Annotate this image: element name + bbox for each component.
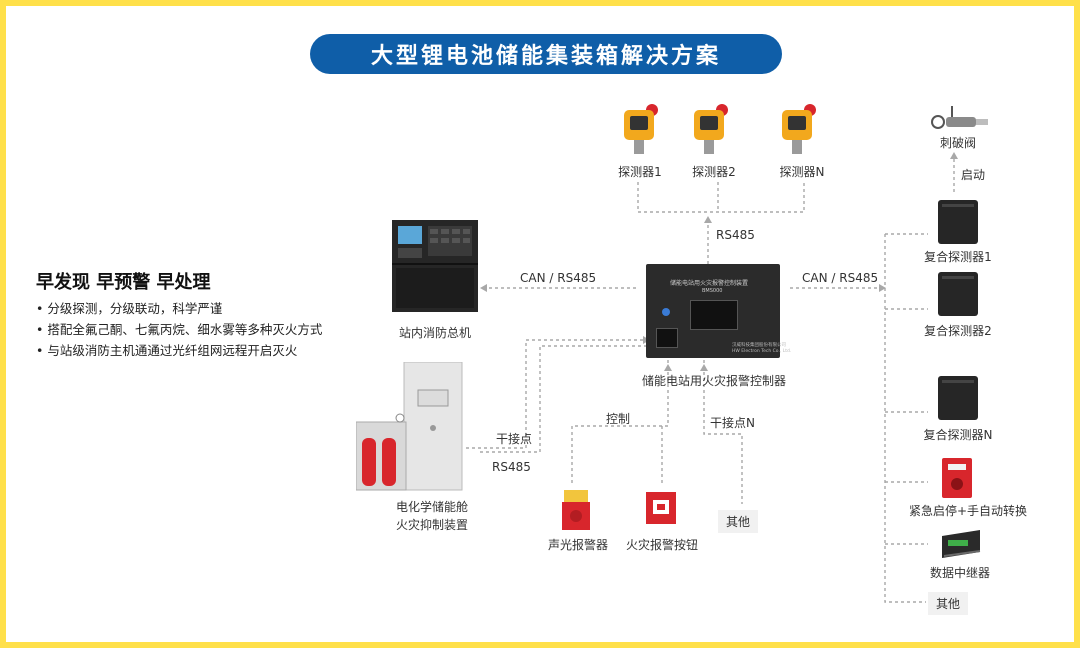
suppression-label-1: 电化学储能舱	[395, 500, 469, 514]
right-device-label: 复合探测器1	[924, 250, 992, 264]
piercing-valve-icon	[928, 106, 992, 140]
controller-model: BMS000	[702, 288, 723, 294]
controller-panel-title: 储能电站用火灾报警控制装置	[670, 280, 749, 287]
emergency-stop-switch-icon	[942, 458, 972, 502]
right-device-label: 紧急启停+手自动转换	[908, 504, 1028, 518]
connector-lines	[466, 152, 958, 603]
controller-company-en: HW Electron Tech Co., Ltd.	[732, 349, 792, 354]
rs485-top-label: RS485	[716, 228, 755, 242]
controller-label: 储能电站用火灾报警控制器	[641, 374, 787, 388]
composite-detector-icon	[938, 272, 978, 320]
printer-slot	[656, 328, 678, 348]
bottom-device-label: 火灾报警按钮	[625, 538, 699, 552]
data-repeater-icon	[936, 526, 984, 566]
composite-detector-icon	[938, 200, 978, 248]
fire-suppression-cabinet-icon	[355, 361, 466, 496]
bottom-device-label: 声光报警器	[547, 538, 609, 552]
dry-contact-n-label: 干接点N	[710, 416, 755, 430]
feature-item: 与站级消防主机通通过光纤组网远程开启灭火	[36, 340, 322, 361]
valve-label: 刺破阀	[939, 136, 977, 150]
right-device-label: 复合探测器N	[923, 428, 993, 442]
fire-alarm-button-icon	[646, 492, 676, 528]
fire-control-host-icon	[392, 220, 478, 316]
start-label: 启动	[961, 168, 986, 182]
rs485-bottom-label: RS485	[492, 460, 531, 474]
indicator-light-icon	[662, 308, 670, 316]
control-label: 控制	[606, 412, 631, 426]
suppression-label-2: 火灾抑制装置	[395, 518, 469, 532]
sound-light-alarm-icon	[562, 490, 590, 534]
gas-detector-icon	[778, 102, 820, 160]
right-device-label: 数据中继器	[929, 566, 991, 580]
main-host-label: 站内消防总机	[398, 326, 472, 340]
feature-list: 分级探测，分级联动，科学严谨 搭配全氟己酮、七氟丙烷、细水雾等多种灭火方式 与站…	[36, 298, 322, 361]
feature-item: 搭配全氟己酮、七氟丙烷、细水雾等多种灭火方式	[36, 319, 322, 340]
controller-screen	[690, 300, 738, 330]
fire-alarm-controller-icon: 储能电站用火灾报警控制装置 BMS000 汉威科技集团股份有限公司 HW Ele…	[646, 264, 791, 358]
detector-label: 探测器N	[779, 165, 825, 179]
right-device-label: 复合探测器2	[924, 324, 992, 338]
can-left-label: CAN / RS485	[520, 271, 597, 285]
controller-company: 汉威科技集团股份有限公司	[732, 343, 786, 348]
other-bottom-box: 其他	[718, 510, 759, 533]
other-right-box: 其他	[928, 592, 969, 615]
dry-contact-label: 干接点	[496, 432, 533, 446]
composite-detector-icon	[938, 376, 978, 424]
page-title: 大型锂电池储能集装箱解决方案	[310, 34, 782, 74]
detector-label: 探测器1	[618, 165, 662, 179]
gas-detector-icon	[690, 102, 732, 160]
can-right-label: CAN / RS485	[802, 271, 879, 285]
slogan: 早发现 早预警 早处理	[36, 272, 211, 293]
gas-detector-icon	[620, 102, 662, 160]
feature-item: 分级探测，分级联动，科学严谨	[36, 298, 322, 319]
detector-label: 探测器2	[692, 165, 736, 179]
